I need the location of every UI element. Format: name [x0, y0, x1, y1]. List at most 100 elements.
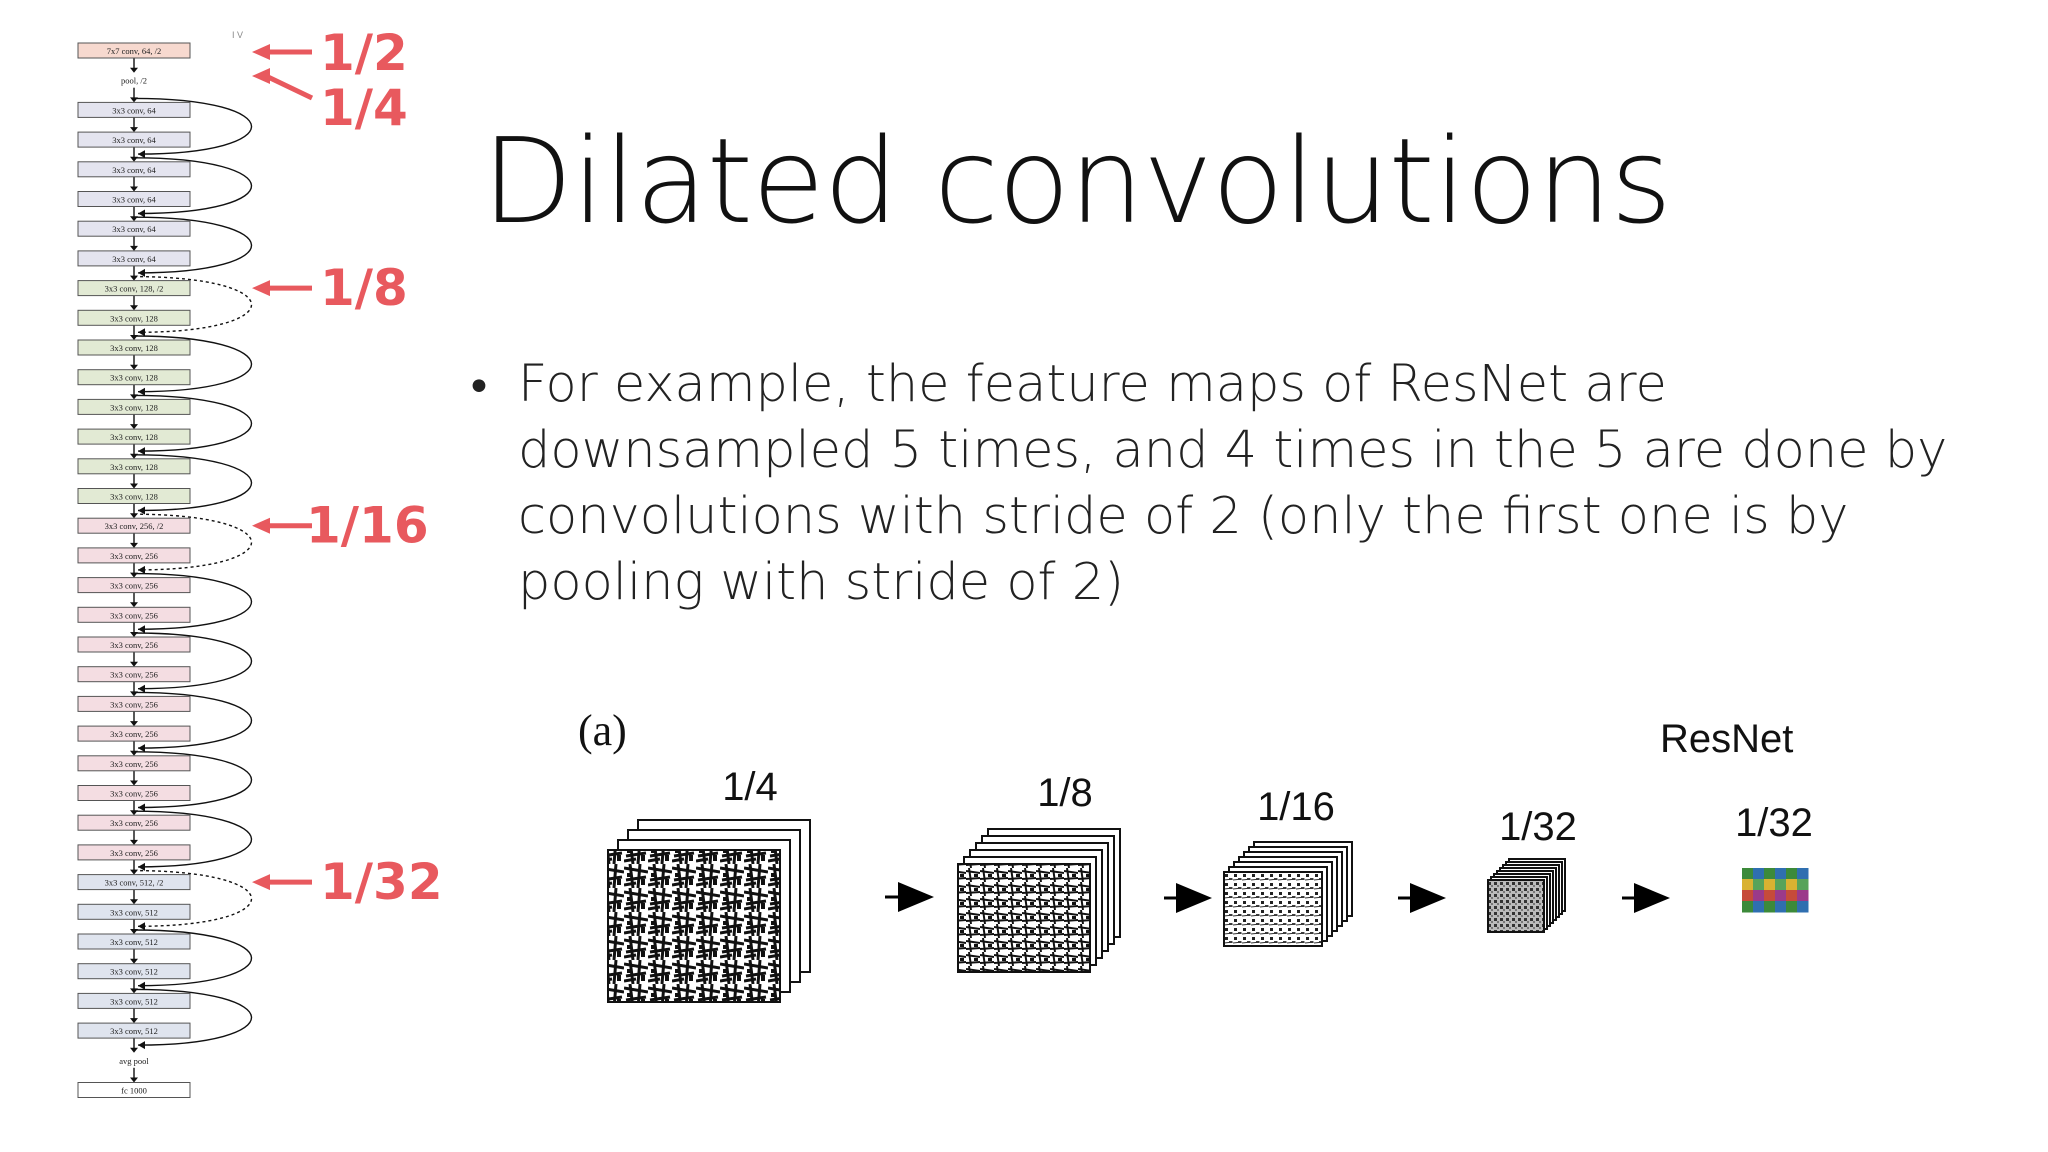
output-cell — [1786, 901, 1798, 913]
connector-arrowhead — [130, 305, 138, 311]
layer-label: pool, /2 — [121, 76, 147, 86]
stage-scale-label: 1/16 — [1257, 785, 1335, 829]
layer-label: 3x3 conv, 512 — [110, 907, 158, 917]
layer-label: 3x3 conv, 128 — [110, 432, 158, 442]
output-cell — [1764, 890, 1776, 902]
skip-connection — [133, 394, 253, 452]
layer-label: 3x3 conv, 256, /2 — [105, 521, 164, 531]
output-cell — [1797, 901, 1809, 913]
connector-arrowhead — [130, 483, 138, 489]
feature-map-stack — [1223, 841, 1353, 947]
connector-arrowhead — [130, 602, 138, 608]
layer-label: 3x3 conv, 512 — [110, 967, 158, 977]
scale-marker-line — [264, 73, 314, 101]
layer-box — [77, 903, 191, 920]
output-cell — [1753, 901, 1765, 913]
layer-label: 3x3 conv, 256 — [110, 699, 158, 709]
connector-arrowhead — [130, 245, 138, 251]
skip-connection — [133, 929, 253, 987]
layer-label: 3x3 conv, 64 — [112, 165, 156, 175]
layer-box — [77, 280, 191, 297]
output-cell — [1797, 890, 1809, 902]
network-label: ResNet — [1660, 717, 1793, 761]
layer-label: fc 1000 — [121, 1086, 147, 1096]
layer-box — [77, 250, 191, 267]
skip-connection — [133, 97, 253, 155]
skip-connection — [133, 751, 253, 809]
output-cell — [1753, 879, 1765, 891]
layer-label: 3x3 conv, 128 — [110, 373, 158, 383]
layer-box — [77, 577, 191, 594]
layer-box — [77, 963, 191, 980]
layer-box — [77, 933, 191, 950]
layer-box — [77, 666, 191, 683]
output-cell — [1786, 868, 1798, 880]
layer-label: 3x3 conv, 64 — [112, 224, 156, 234]
layer-box — [77, 339, 191, 356]
layer-box — [77, 874, 191, 891]
skip-arrowhead — [138, 209, 145, 218]
scale-marker-label: 1/16 — [306, 497, 429, 555]
output-cell — [1764, 901, 1776, 913]
skip-arrowhead — [138, 1041, 145, 1050]
scale-marker-arrowhead — [252, 517, 270, 534]
skip-arrowhead — [138, 862, 145, 871]
scale-marker-arrowhead — [252, 68, 270, 84]
connector-arrowhead — [130, 899, 138, 905]
scale-marker-arrowhead — [252, 874, 270, 891]
layer-box — [77, 785, 191, 801]
skip-connection — [133, 691, 253, 749]
output-cell — [1775, 901, 1787, 913]
skip-arrowhead — [138, 328, 145, 337]
layer-label: 3x3 conv, 512, /2 — [105, 878, 164, 888]
layer-box — [77, 1082, 191, 1098]
scale-marker-arrowhead — [252, 280, 270, 297]
layer-box — [77, 191, 191, 207]
scale-marker-arrowhead — [252, 44, 270, 60]
connector-arrowhead — [130, 839, 138, 845]
output-cell — [1797, 879, 1809, 891]
scale-marker-label: 1/2 — [320, 24, 408, 82]
output-cell — [1742, 901, 1754, 913]
connector-arrowhead — [130, 127, 138, 133]
output-cell — [1742, 879, 1754, 891]
layer-box — [77, 428, 191, 445]
output-cell — [1764, 879, 1776, 891]
connector-arrowhead — [130, 186, 138, 192]
skip-arrowhead — [138, 981, 145, 990]
feature-map-stack — [607, 819, 811, 1003]
skip-arrowhead — [138, 625, 145, 634]
connector-arrowhead — [130, 721, 138, 727]
layer-label: 3x3 conv, 512 — [110, 1026, 158, 1036]
layer-box — [77, 369, 191, 386]
layer-box — [77, 725, 191, 742]
skip-connection — [133, 810, 253, 868]
skip-connection — [133, 335, 253, 393]
output-cell — [1786, 890, 1798, 902]
layer-box — [77, 547, 191, 564]
output-cell — [1797, 868, 1809, 880]
skip-arrowhead — [138, 922, 145, 931]
layer-label: 3x3 conv, 128, /2 — [105, 284, 164, 294]
output-cell — [1753, 868, 1765, 880]
layer-box — [77, 992, 191, 1009]
output-cell — [1742, 890, 1754, 902]
slide-title: Dilated convolutions — [482, 112, 1672, 250]
connector-arrowhead — [130, 424, 138, 430]
layer-box — [77, 42, 191, 59]
layer-label: 3x3 conv, 128 — [110, 343, 158, 353]
stage-scale-label: 1/32 — [1499, 805, 1577, 849]
layer-label: 3x3 conv, 512 — [110, 937, 158, 947]
skip-arrowhead — [138, 150, 145, 159]
layer-label: 3x3 conv, 128 — [110, 402, 158, 412]
panel-label: (a) — [578, 706, 627, 755]
skip-connection — [133, 216, 253, 274]
scale-marker-label: 1/4 — [320, 79, 408, 137]
feature-map-layer — [1487, 879, 1545, 933]
layer-label: 3x3 conv, 128 — [110, 492, 158, 502]
output-cell — [1775, 879, 1787, 891]
layer-label: 3x3 conv, 256 — [110, 729, 158, 739]
layer-box — [77, 161, 191, 178]
feature-map-layer — [607, 849, 781, 1003]
